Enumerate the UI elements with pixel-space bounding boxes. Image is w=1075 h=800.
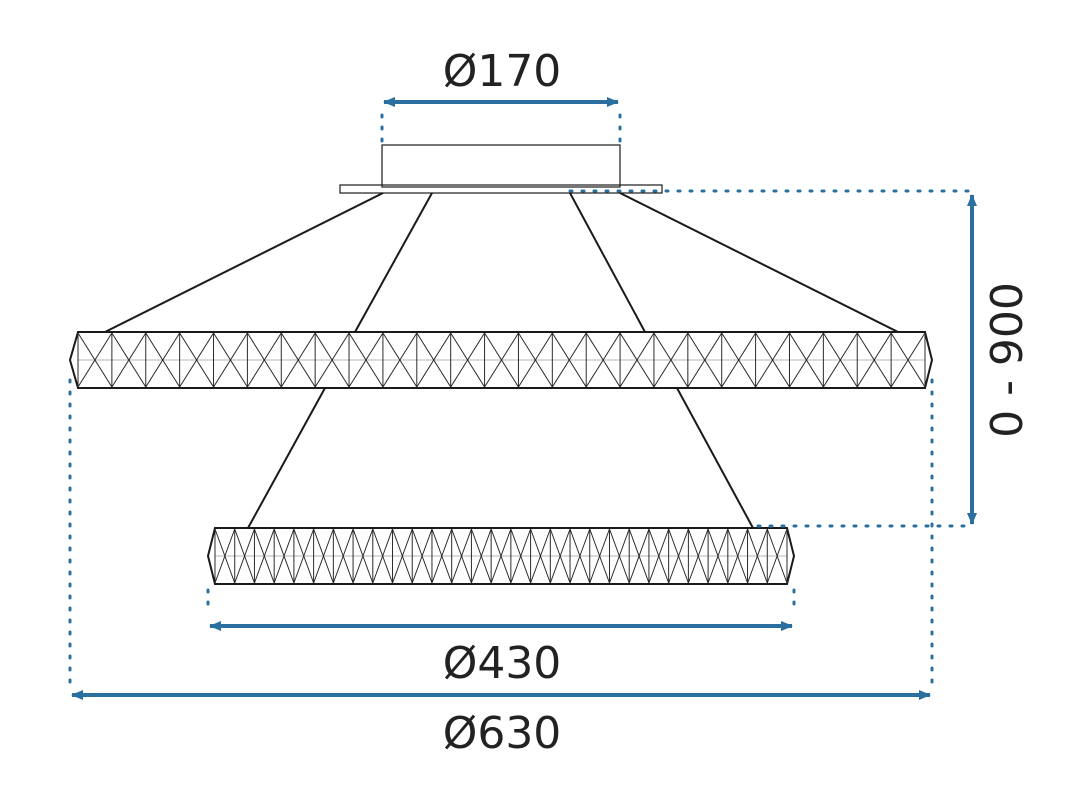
large-crystal-ring	[68, 331, 934, 389]
ceiling-canopy	[339, 144, 663, 194]
extension-lines	[68, 113, 974, 690]
canopy-diameter-label: Ø170	[443, 46, 562, 97]
height-range-label: 0 - 900	[982, 282, 1033, 438]
large-ring-diameter-label: Ø630	[443, 708, 562, 759]
small-crystal-ring	[206, 527, 796, 585]
small-ring-diameter-label: Ø430	[443, 638, 562, 689]
suspension-wires	[104, 192, 899, 529]
